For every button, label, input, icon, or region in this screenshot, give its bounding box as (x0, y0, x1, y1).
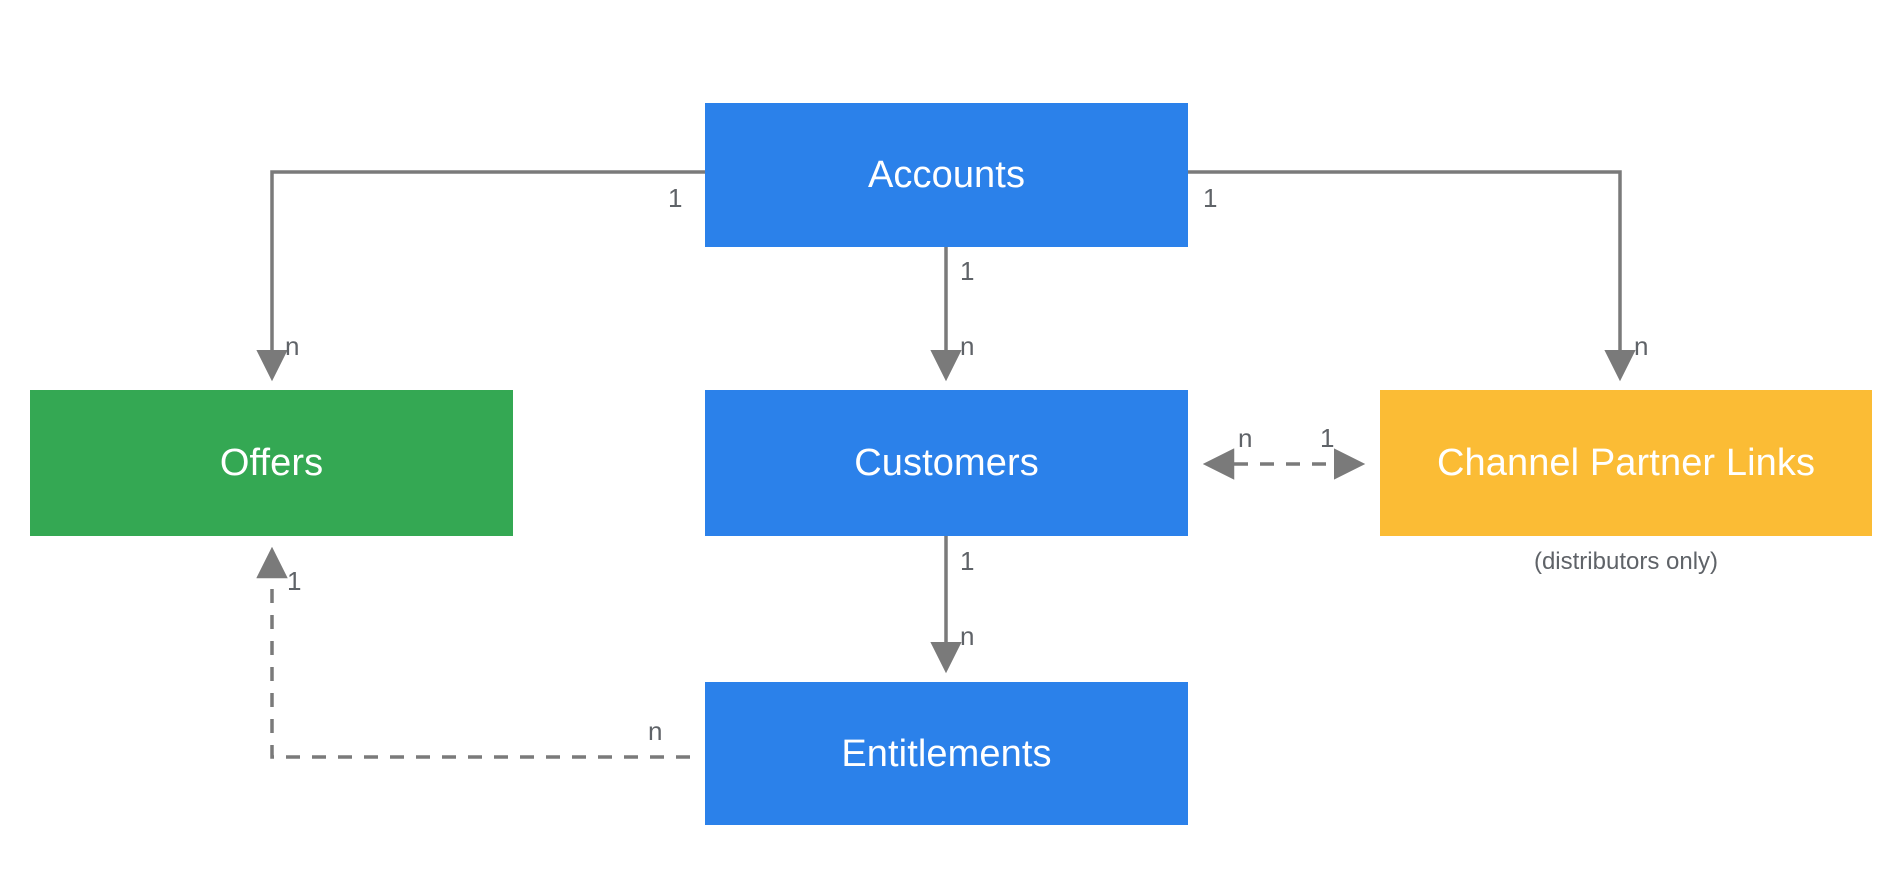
edge-accounts-offers (256, 170, 705, 382)
edge-label-accounts-offers-target: n (285, 331, 300, 361)
node-offers[interactable]: Offers (30, 390, 513, 536)
node-channel-partner-links-label: Channel Partner Links (1436, 442, 1816, 484)
edge-label-entitlements-offers-target: 1 (287, 566, 302, 596)
node-entitlements[interactable]: Entitlements (705, 682, 1188, 825)
edge-label-accounts-customers-source: 1 (960, 256, 975, 286)
edge-label-customers-channel-partner-links-target: 1 (1320, 423, 1335, 453)
node-offers-label: Offers (219, 442, 324, 484)
edge-label-customers-entitlements-target: n (960, 621, 975, 651)
edge-entitlements-offers (256, 546, 690, 759)
edge-label-accounts-channel-partner-links-target: n (1634, 331, 1649, 361)
edge-accounts-channel-partner-links (1188, 170, 1636, 382)
node-channel-partner-links[interactable]: Channel Partner Links (1380, 390, 1872, 536)
edge-label-customers-entitlements-source: 1 (960, 546, 975, 576)
node-accounts[interactable]: Accounts (705, 103, 1188, 247)
node-entitlements-label: Entitlements (841, 732, 1052, 775)
edge-label-entitlements-offers-source: n (648, 716, 663, 746)
edge-label-accounts-customers-target: n (960, 331, 975, 361)
edge-label-accounts-offers-source: 1 (668, 183, 683, 213)
node-customers[interactable]: Customers (705, 390, 1188, 536)
edge-label-customers-channel-partner-links-source: n (1238, 423, 1253, 453)
node-accounts-label: Accounts (867, 154, 1026, 196)
edge-label-accounts-channel-partner-links-source: 1 (1203, 183, 1218, 213)
node-channel-partner-links-caption: (distributors only) (1533, 548, 1719, 575)
node-customers-label: Customers (854, 442, 1039, 484)
